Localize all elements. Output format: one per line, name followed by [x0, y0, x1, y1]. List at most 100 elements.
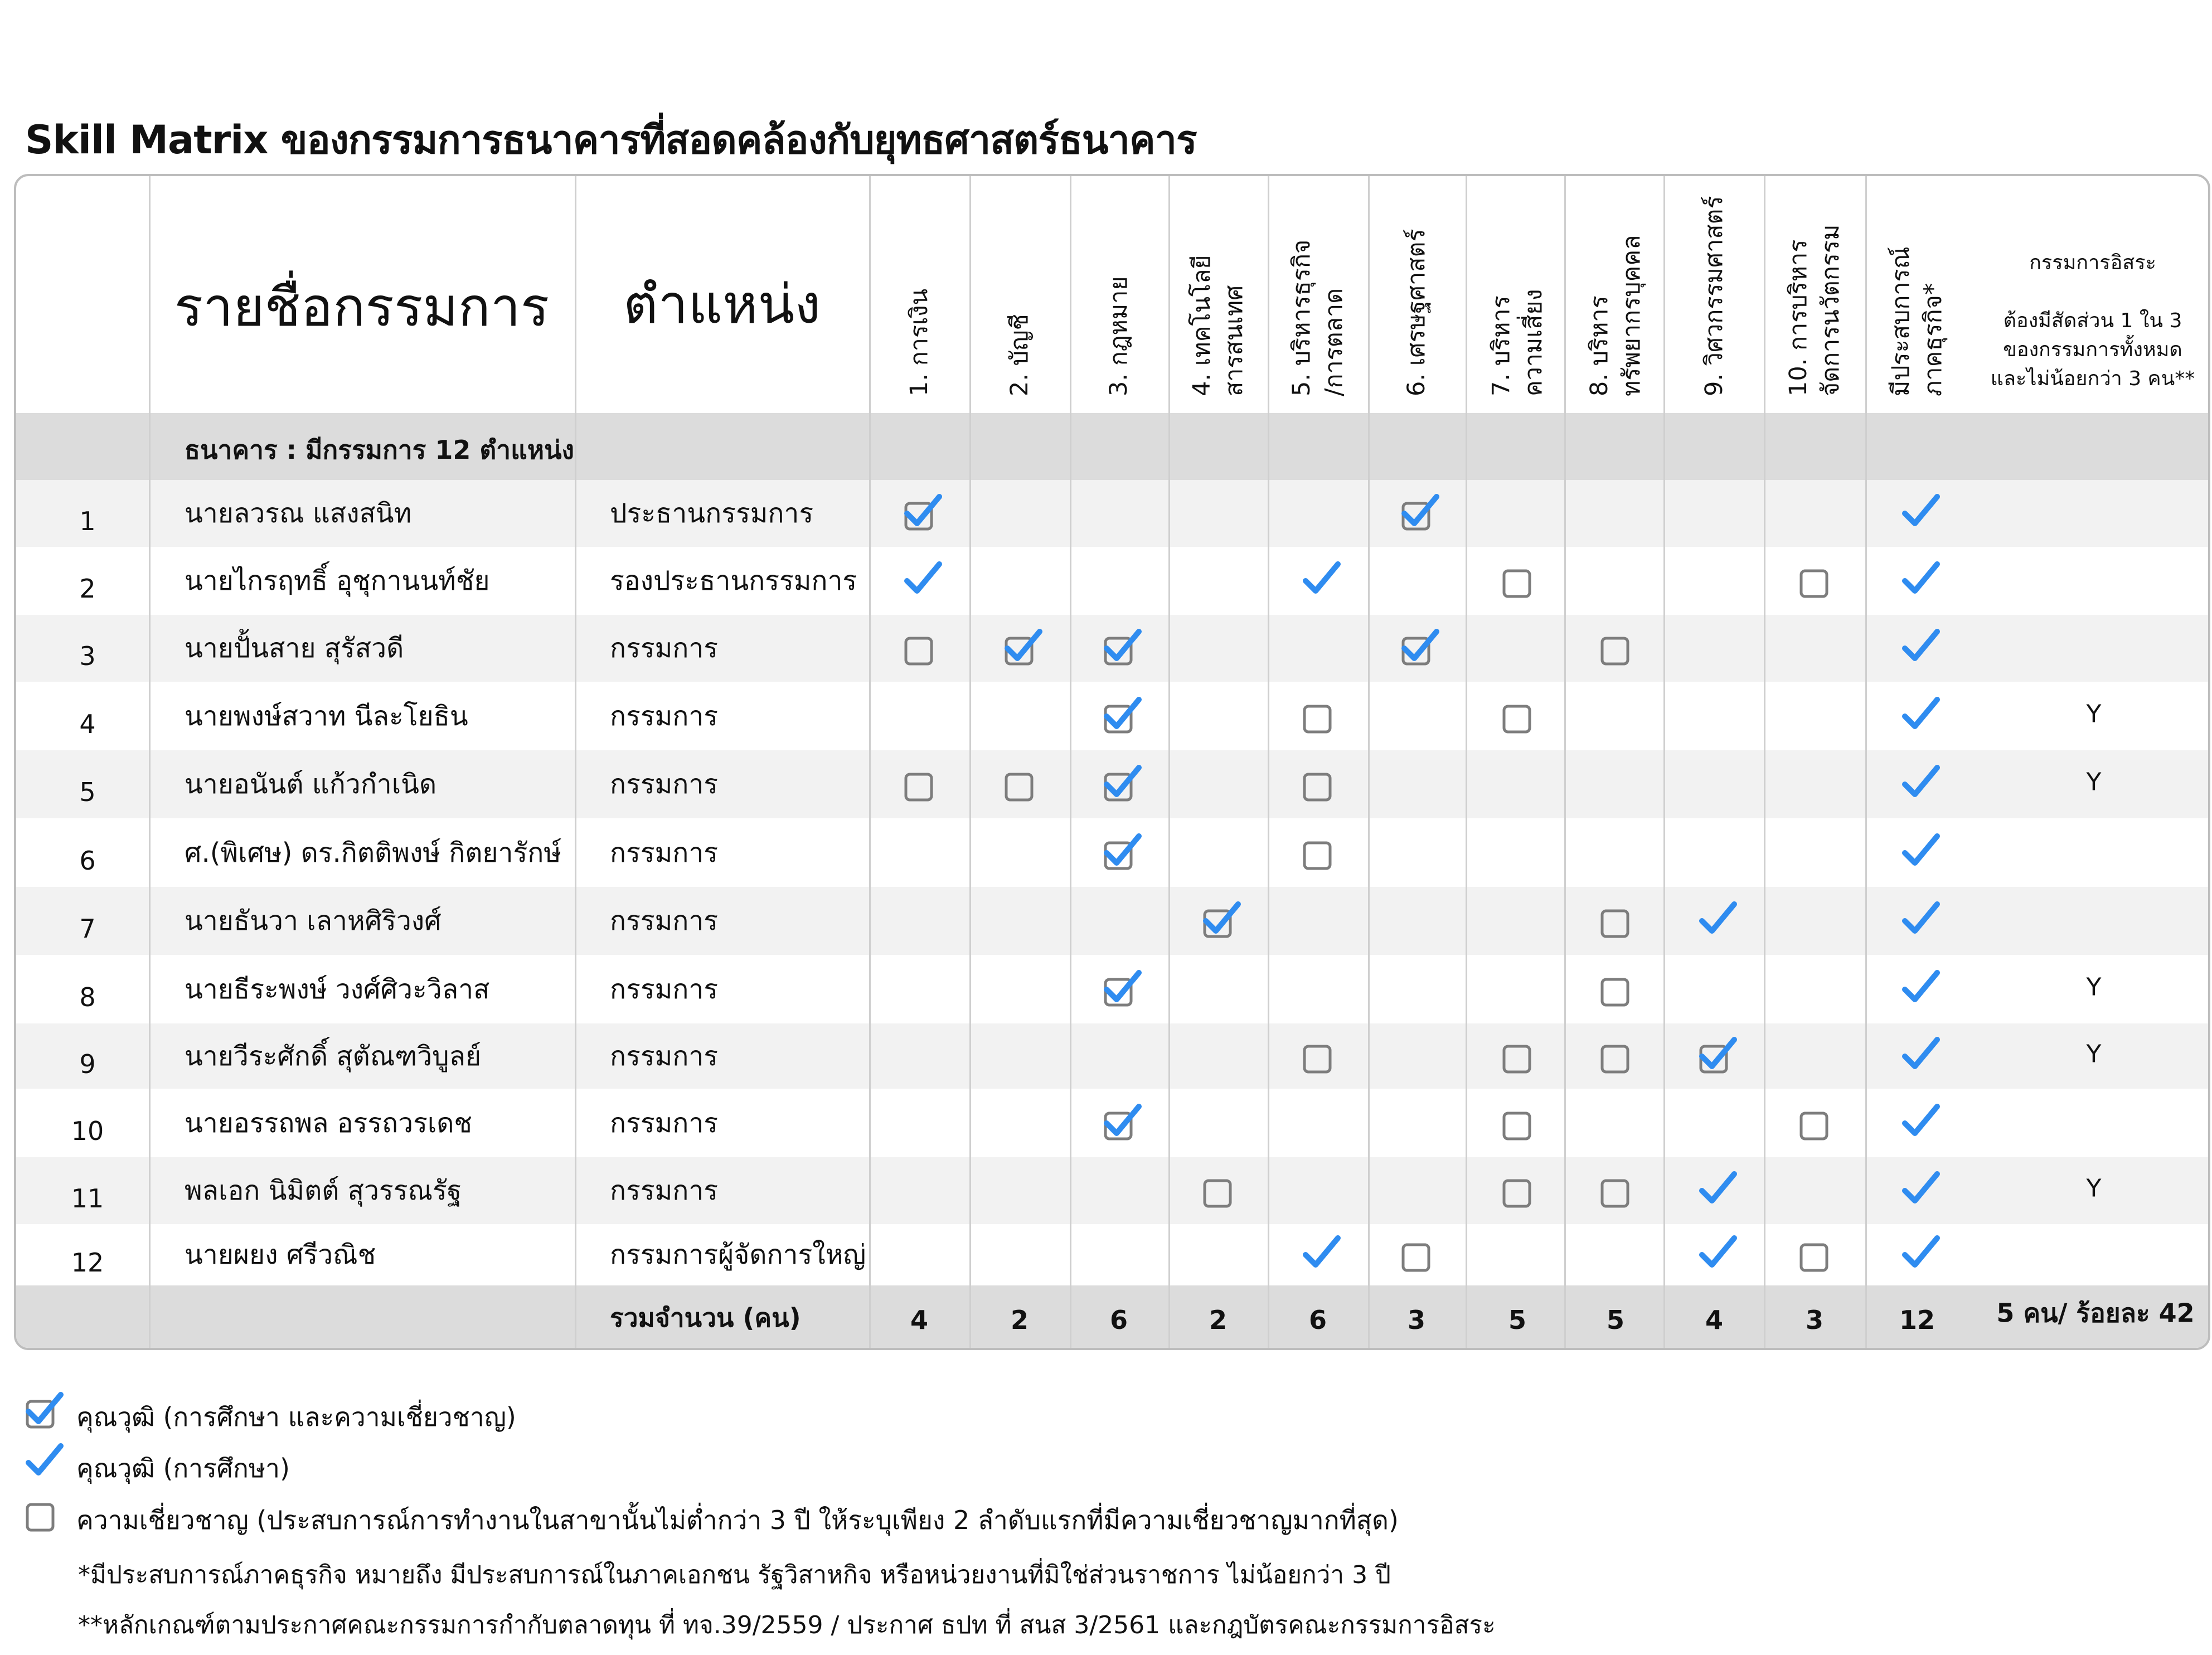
column-divider [1168, 176, 1170, 1348]
empty-box-icon [1497, 694, 1542, 741]
independent-header-line: กรรมการอิสระ [2029, 251, 2156, 274]
column-divider [1368, 176, 1370, 1348]
total-count: 4 [1705, 1305, 1724, 1335]
independent-flag: Y [2086, 700, 2102, 728]
empty-box-icon [1497, 1034, 1542, 1081]
check-mark-icon [1897, 762, 1942, 809]
check-mark-icon [1694, 899, 1739, 945]
check-mark-icon [1897, 559, 1942, 605]
check-mark-icon [1897, 1101, 1942, 1148]
row-number: 11 [71, 1183, 104, 1214]
check-box-checked-icon [21, 1389, 65, 1436]
director-name: ศ.(พิเศษ) ดร.กิตติพงษ์ กิตยารักษ์ [185, 837, 561, 868]
empty-box-icon [899, 762, 944, 809]
row-number: 1 [79, 506, 96, 536]
total-count: 5 [1508, 1305, 1527, 1335]
skill-header-line: 5. บริหารธุรกิจ [1288, 239, 1316, 396]
empty-box-icon [1396, 1232, 1441, 1279]
director-name: นายธีระพงษ์ วงศ์ศิวะวิลาส [185, 973, 490, 1005]
director-position: กรรมการผู้จัดการใหญ่ [610, 1239, 866, 1270]
total-count: 2 [1010, 1305, 1029, 1335]
skill-column-header: 3. กฎหมาย [1103, 276, 1135, 396]
director-position: กรรมการ [610, 769, 719, 800]
skill-column-header: 4. เทคโนโลยีสารสนเทศ [1186, 255, 1250, 396]
check-box-checked-icon [899, 491, 944, 538]
check-box-checked-icon [1694, 1034, 1739, 1081]
row-stripe [16, 750, 2208, 818]
check-mark-icon [1897, 1168, 1942, 1215]
check-mark-icon [1897, 491, 1942, 538]
empty-box-icon [21, 1492, 65, 1539]
director-position: กรรมการ [610, 1107, 719, 1139]
director-name: นายไกรฤทธิ์ อุชุกานนท์ชัย [185, 565, 490, 596]
director-position: รองประธานกรรมการ [610, 565, 857, 596]
check-box-checked-icon [1099, 694, 1143, 741]
director-position: กรรมการ [610, 1175, 719, 1206]
check-box-checked-icon [1099, 1101, 1143, 1148]
empty-box-icon [1595, 626, 1640, 673]
director-position: กรรมการ [610, 837, 719, 868]
director-position: ประธานกรรมการ [610, 498, 814, 529]
position-column-header: ตำแหน่ง [623, 273, 821, 336]
column-divider [1865, 176, 1867, 1348]
empty-box-icon [1298, 1034, 1342, 1081]
empty-box-icon [1298, 762, 1342, 809]
independent-flag: Y [2086, 768, 2102, 797]
column-divider [149, 176, 151, 1348]
page-title: Skill Matrix ของกรรมการธนาคารที่สอดคล้อง… [25, 117, 1197, 163]
skill-header-line: 9. วิศวกรรมศาสตร์ [1700, 196, 1728, 396]
check-box-checked-icon [1099, 967, 1143, 1014]
director-name: นายพงษ์สวาท นีละโยธิน [185, 700, 468, 732]
skill-header-line: มีประสบการณ์ [1887, 246, 1915, 396]
check-box-checked-icon [1198, 899, 1243, 945]
director-name: นายวีระศักดิ์ สุตัณฑวิบูลย์ [185, 1040, 482, 1072]
total-count: 5 [1606, 1305, 1625, 1335]
column-divider [1663, 176, 1665, 1348]
row-number: 10 [71, 1115, 104, 1146]
independent-flag: Y [2086, 1040, 2102, 1068]
check-box-checked-icon [1396, 626, 1441, 673]
total-count: 6 [1109, 1305, 1128, 1335]
section-band [16, 413, 2208, 480]
check-mark-icon [1897, 1034, 1942, 1081]
row-number: 5 [79, 777, 96, 807]
footnote-business-experience: *มีประสบการณ์ภาคธุรกิจ หมายถึง มีประสบกา… [78, 1561, 1391, 1589]
skill-header-line: 6. เศรษฐศาสตร์ [1403, 229, 1430, 396]
check-box-checked-icon [1099, 762, 1143, 809]
director-position: กรรมการ [610, 1040, 719, 1072]
check-mark-icon [1298, 1232, 1342, 1279]
column-divider [575, 176, 576, 1348]
independent-flag: Y [2086, 973, 2102, 1001]
independent-header-line: ต้องมีสัดส่วน 1 ใน 3 [2003, 309, 2182, 332]
director-position: กรรมการ [610, 905, 719, 936]
row-number: 8 [79, 982, 96, 1012]
director-name: นายปั้นสาย สุรัสวดี [185, 633, 404, 664]
skill-column-header: 10. การบริหารจัดการนวัตกรรม [1782, 225, 1847, 396]
total-count: 6 [1308, 1305, 1327, 1335]
empty-box-icon [1298, 694, 1342, 741]
check-mark-icon [1298, 559, 1342, 605]
director-position: กรรมการ [610, 973, 719, 1005]
check-mark-icon [1897, 899, 1942, 945]
empty-box-icon [1497, 1168, 1542, 1215]
director-position: กรรมการ [610, 633, 719, 664]
director-name: นายลวรณ แสงสนิท [185, 498, 412, 529]
skill-header-line: จัดการนวัตกรรม [1817, 224, 1845, 396]
check-box-checked-icon [1099, 831, 1143, 877]
check-mark-icon [1897, 831, 1942, 877]
empty-box-icon [1794, 1232, 1839, 1279]
director-name: นายอรรถพล อรรถวรเดช [185, 1107, 472, 1139]
row-number: 12 [71, 1248, 104, 1278]
row-number: 7 [79, 914, 96, 944]
legend-label-edu: คุณวุฒิ (การศึกษา) [76, 1453, 290, 1483]
skill-column-header: 8. บริหารทรัพยากรบุคคล [1583, 235, 1648, 396]
column-divider [969, 176, 971, 1348]
check-mark-icon [899, 559, 944, 605]
skill-column-header: 6. เศรษฐศาสตร์ [1400, 229, 1433, 396]
empty-box-icon [1298, 831, 1342, 877]
skill-column-header: มีประสบการณ์ภาคธุรกิจ* [1885, 246, 1949, 396]
column-divider [1764, 176, 1765, 1348]
row-number: 4 [79, 708, 96, 739]
